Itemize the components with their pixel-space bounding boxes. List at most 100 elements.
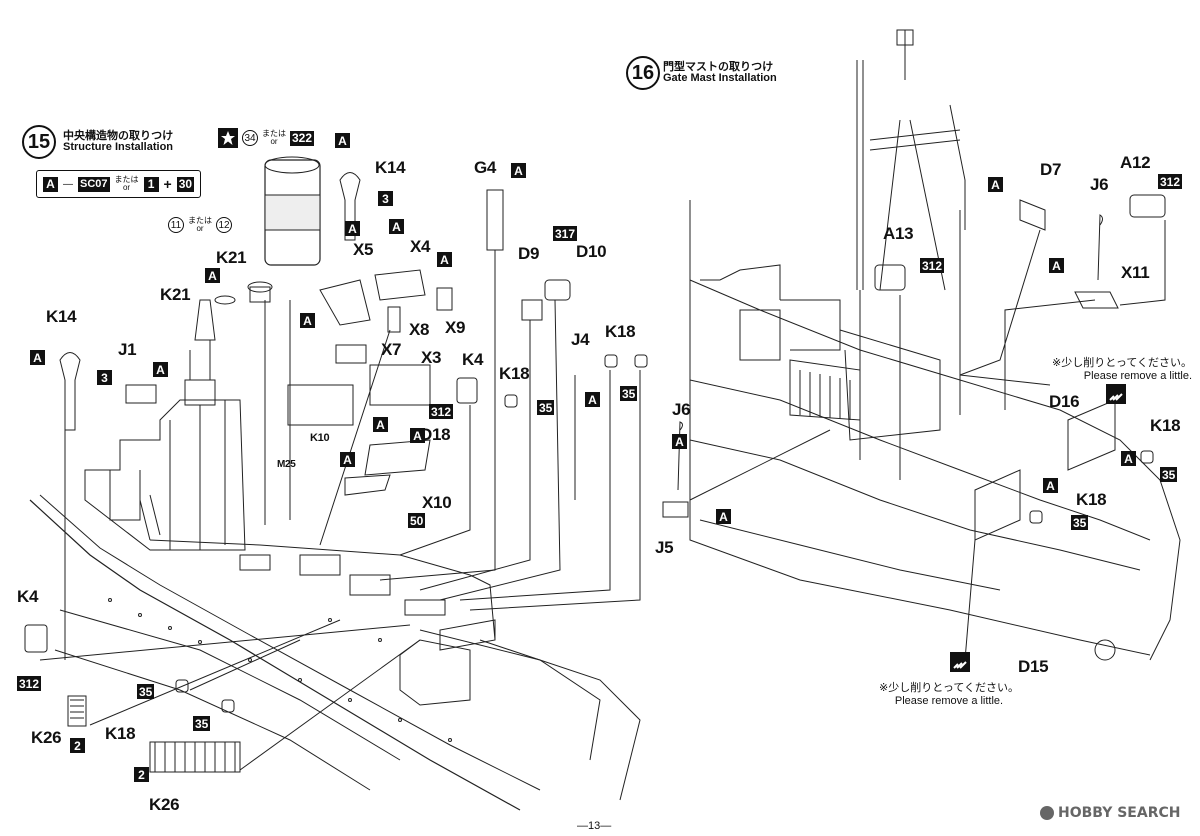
part-label-k26-b: K26 (149, 795, 180, 814)
part-label-k21-b: K21 (160, 285, 191, 304)
part-label-k18-c: K18 (105, 724, 136, 743)
part-label-k18-a: K18 (499, 364, 530, 383)
decal-code-2: 12 (216, 217, 232, 233)
paint-code-x9-a: A (437, 252, 452, 267)
legend-plus: + (163, 176, 172, 192)
paint-legend: A — SC07 または or 1 + 30 (36, 170, 202, 198)
paint-code-a13-312: 312 (920, 258, 945, 273)
watermark-logo-icon (1040, 806, 1054, 820)
part-label-k18-e: K18 (1076, 490, 1107, 509)
step-15-title-jp: 中央構造物の取りつけ (63, 129, 174, 142)
legend-sc-code: SC07 (78, 176, 110, 192)
star-mata: または (262, 129, 286, 138)
paint-code-k21-a: A (205, 268, 220, 283)
legend-or: または or (115, 176, 139, 192)
paint-code-k18-35-d: 35 (193, 716, 211, 731)
paint-code-x4-a: A (389, 219, 404, 234)
paint-code-x10-a: A (340, 452, 355, 467)
paint-code-k4-312: 312 (429, 404, 454, 419)
decal-mata: または (188, 216, 212, 225)
decal-code-1: 11 (168, 217, 184, 233)
part-label-j6-left: J6 (672, 400, 691, 419)
paint-code-d15-a: A (1043, 478, 1058, 493)
part-label-k4-left: K4 (17, 587, 39, 606)
paint-code-k18-35-c: 35 (137, 684, 155, 699)
part-label-x10: X10 (422, 493, 452, 512)
paint-code-k18-35-b: 35 (620, 386, 638, 401)
step-15-title-en: Structure Installation (63, 141, 174, 153)
part-label-x7: X7 (381, 340, 402, 359)
paint-code-x11-a: A (1049, 258, 1064, 273)
paint-code-j4-a: A (585, 392, 600, 407)
paint-code-x5-b: A (300, 313, 315, 328)
legend-or-text: or (122, 183, 131, 192)
part-label-x3: X3 (421, 348, 442, 367)
paint-code-d18-b: A (410, 428, 425, 443)
paint-code-k14-top-a: A (335, 133, 350, 148)
file-down-icon-1 (1106, 384, 1126, 404)
part-label-m25: M25 (277, 459, 296, 470)
part-label-x11: X11 (1121, 263, 1150, 282)
part-label-j5: J5 (655, 538, 674, 557)
star-callout: 34 または or 322 (218, 128, 315, 148)
part-label-k26-a: K26 (31, 728, 62, 747)
paint-code-k18-35-a: 35 (537, 400, 555, 415)
part-label-k4-top: K4 (462, 350, 484, 369)
watermark-text: HOBBY SEARCH (1058, 805, 1181, 821)
left-part-shapes (24, 156, 648, 773)
star-icon (218, 128, 238, 148)
decal-callout: 11 または or 12 (168, 217, 232, 233)
paint-code-k18-35-f: 35 (1071, 515, 1089, 530)
decal-or: or (196, 224, 204, 233)
trim-note-1: ※少し削りとってください。 Please remove a little. (1052, 354, 1192, 382)
trim-note-1-jp: ※少し削りとってください。 (1052, 356, 1193, 369)
part-label-j1: J1 (118, 340, 137, 359)
step-16-title-jp: 門型マストの取りつけ (663, 60, 774, 73)
part-label-k10: K10 (310, 432, 330, 444)
paint-code-k18-35-e: 35 (1160, 467, 1178, 482)
paint-code-k4-left-312: 312 (17, 676, 42, 691)
paint-code-d9-317: 317 (553, 226, 578, 241)
part-label-k14-left: K14 (46, 307, 77, 326)
paint-code-k26-2-a: 2 (70, 738, 85, 753)
step-16-title-en: Gate Mast Installation (663, 72, 777, 84)
paint-code-j6-a: A (716, 509, 731, 524)
part-label-a13: A13 (883, 224, 914, 243)
part-label-k18-b: K18 (605, 322, 636, 341)
paint-code-k14-left-a: A (30, 350, 45, 365)
page-number: —13— (577, 820, 612, 832)
part-label-k21-a: K21 (216, 248, 247, 267)
paint-code-d16-a: A (1121, 451, 1136, 466)
part-label-k18-d: K18 (1150, 416, 1181, 435)
part-label-j4: J4 (571, 330, 590, 349)
file-down-icon-2 (950, 652, 970, 672)
legend-mix-a: 1 (143, 176, 159, 192)
legend-mix-b: 30 (176, 176, 195, 192)
paint-code-d7-a: A (988, 177, 1003, 192)
star-code-1: 34 (242, 130, 258, 146)
trim-note-2-jp: ※少し削りとってください。 (879, 681, 1020, 694)
paint-code-a12-312: 312 (1158, 174, 1183, 189)
part-label-a12: A12 (1120, 153, 1151, 172)
watermark: HOBBY SEARCH (1040, 805, 1180, 821)
star-or: or (270, 137, 278, 146)
legend-dash-icon: — (63, 178, 73, 190)
paint-code-j1-a: A (153, 362, 168, 377)
step-16-number: 16 (626, 56, 660, 90)
paint-code-g4-a: A (511, 163, 526, 178)
paint-code-d18-a: A (373, 417, 388, 432)
part-label-x8: X8 (409, 320, 430, 339)
trim-note-1-en: Please remove a little. (1083, 370, 1193, 382)
paint-code-k14-top-3: 3 (378, 191, 393, 206)
part-label-d16: D16 (1049, 392, 1080, 411)
part-label-d9: D9 (518, 244, 540, 263)
paint-code-x5-a: A (345, 221, 360, 236)
part-label-j6-top: J6 (1090, 175, 1109, 194)
trim-note-2: ※少し削りとってください。 Please remove a little. (879, 679, 1019, 707)
right-hull-drawing (662, 29, 1181, 661)
paint-code-k14-left-3: 3 (97, 370, 112, 385)
part-label-d18: D18 (420, 425, 451, 444)
legend-paint-code: A (43, 176, 58, 192)
part-label-d10: D10 (576, 242, 607, 261)
